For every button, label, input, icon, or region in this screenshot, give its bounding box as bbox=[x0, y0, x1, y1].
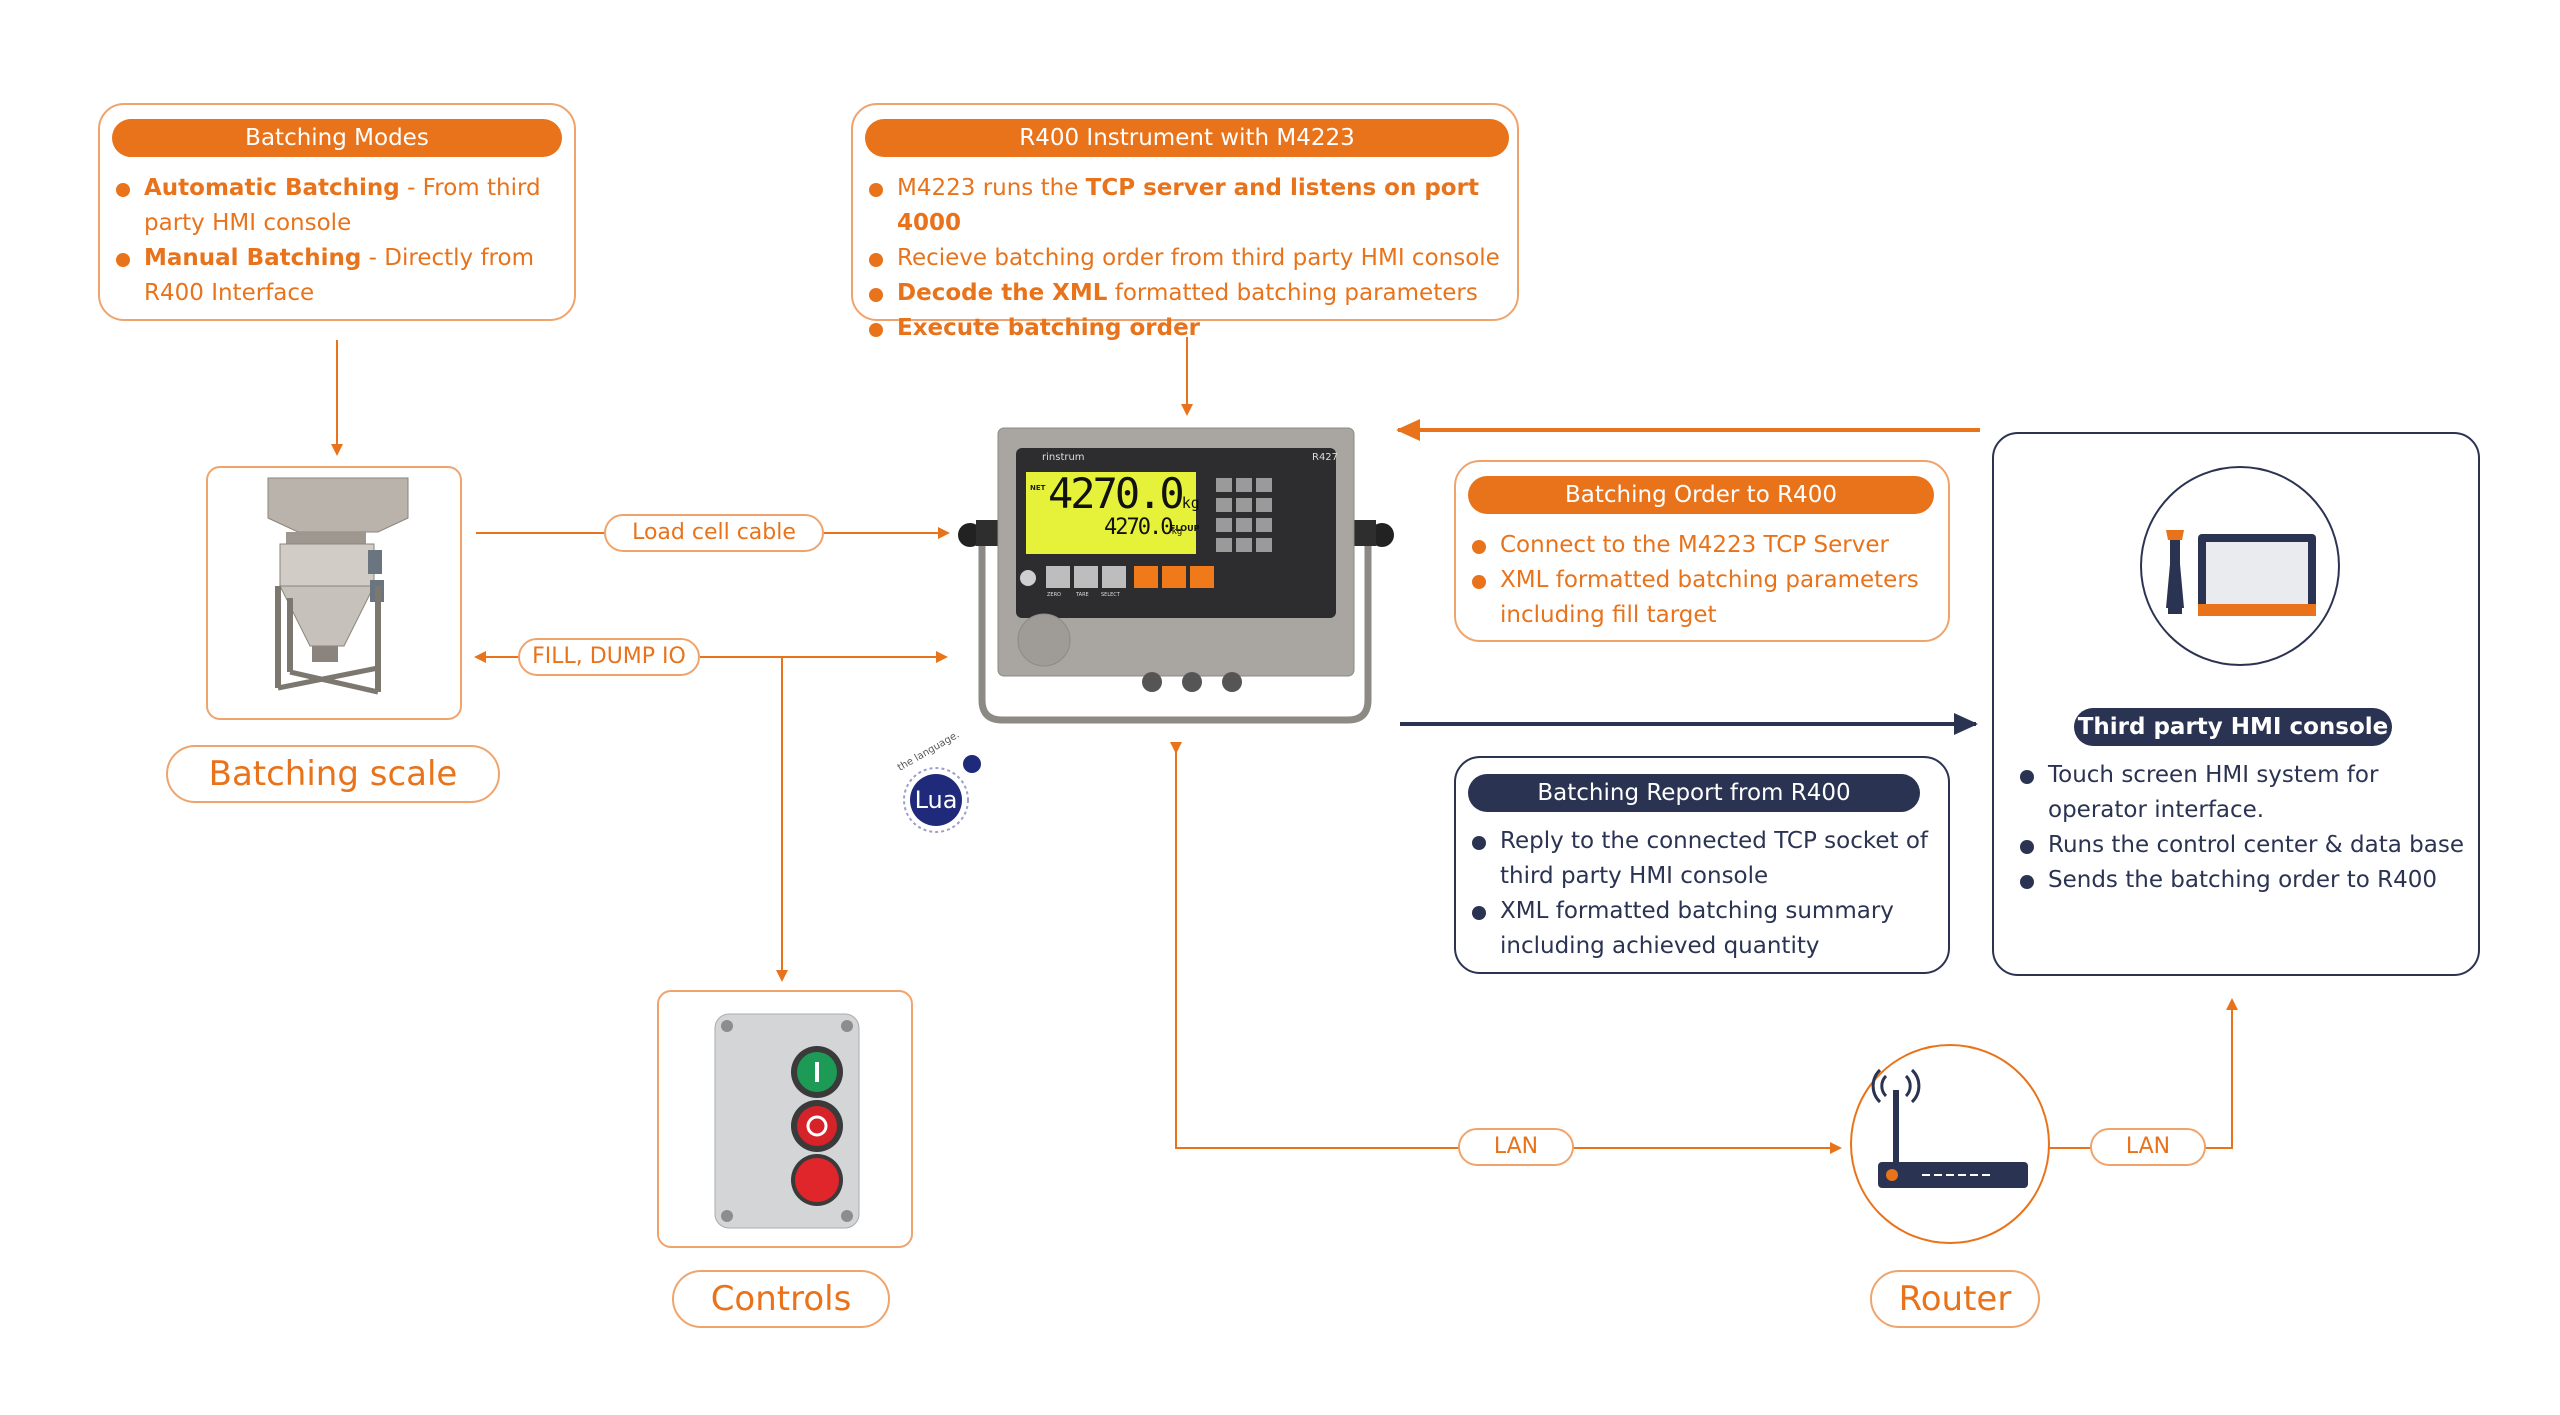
hmi-console-circle bbox=[2140, 466, 2340, 666]
list-item: Connect to the M4223 TCP Server bbox=[1470, 528, 1940, 563]
lua-name: Lua bbox=[914, 786, 958, 814]
controls-label: Controls bbox=[672, 1270, 890, 1328]
hmi-console-title: Third party HMI console bbox=[2074, 708, 2392, 746]
list-item: XML formatted batching parameters includ… bbox=[1470, 563, 1940, 633]
list-item: Automatic Batching - From third party HM… bbox=[114, 171, 566, 241]
weighing-indicator-image bbox=[958, 427, 1394, 724]
list-item: XML formatted batching summary including… bbox=[1470, 894, 1940, 964]
list-item: Touch screen HMI system for operator int… bbox=[2018, 758, 2470, 828]
indicator-key-zero: ZERO bbox=[1047, 592, 1061, 598]
load-cell-cable-label: Load cell cable bbox=[604, 514, 824, 552]
list-item: Sends the batching order to R400 bbox=[2018, 863, 2470, 898]
batching-modes-box: Batching Modes Automatic Batching - From… bbox=[98, 103, 576, 321]
indicator-key-tare: TARE bbox=[1076, 592, 1089, 598]
indicator-key-select: SELECT bbox=[1101, 592, 1120, 598]
batching-order-title: Batching Order to R400 bbox=[1468, 476, 1934, 514]
r400-list: M4223 runs the TCP server and listens on… bbox=[867, 171, 1517, 346]
line-lan-left bbox=[1170, 742, 1842, 1154]
list-item: Execute batching order bbox=[867, 311, 1517, 346]
indicator-reading-sub: 4270.0kg bbox=[1104, 515, 1183, 540]
batching-report-box: Batching Report from R400 Reply to the c… bbox=[1454, 756, 1950, 974]
controls-box bbox=[657, 990, 913, 1248]
router-label: Router bbox=[1870, 1270, 2040, 1328]
list-item: Recieve batching order from third party … bbox=[867, 241, 1517, 276]
lua-logo: the language. Lua bbox=[878, 729, 998, 844]
list-item: M4223 runs the TCP server and listens on… bbox=[867, 171, 1517, 241]
r400-box: R400 Instrument with M4223 M4223 runs th… bbox=[851, 103, 1519, 341]
hmi-console-icon bbox=[2166, 530, 2316, 616]
line-lan-right bbox=[2040, 998, 2238, 1154]
weighing-indicator: rinstrum R427 NET 4270.0kg 4270.0kg FLOU… bbox=[946, 420, 1406, 740]
indicator-reading-main: 4270.0kg bbox=[1048, 469, 1200, 518]
batching-modes-title: Batching Modes bbox=[112, 119, 562, 157]
router-icon bbox=[1871, 1068, 2028, 1188]
indicator-net-label: NET bbox=[1030, 484, 1046, 492]
list-item: Runs the control center & data base bbox=[2018, 828, 2470, 863]
batching-scale-label: Batching scale bbox=[166, 745, 500, 803]
batching-order-box: Batching Order to R400 Connect to the M4… bbox=[1454, 460, 1950, 642]
list-item: Reply to the connected TCP socket of thi… bbox=[1470, 824, 1940, 894]
indicator-brand: rinstrum bbox=[1042, 452, 1085, 463]
list-item: Manual Batching - Directly from R400 Int… bbox=[114, 241, 566, 311]
batching-report-list: Reply to the connected TCP socket of thi… bbox=[1470, 824, 1940, 964]
indicator-status: FLOUP bbox=[1170, 524, 1200, 533]
batching-report-title: Batching Report from R400 bbox=[1468, 774, 1920, 812]
fill-dump-io-label: FILL, DUMP IO bbox=[518, 638, 700, 676]
lan-right-label: LAN bbox=[2090, 1128, 2206, 1166]
batching-modes-list: Automatic Batching - From third party HM… bbox=[114, 171, 566, 311]
r400-title: R400 Instrument with M4223 bbox=[865, 119, 1509, 157]
lan-left-label: LAN bbox=[1458, 1128, 1574, 1166]
lua-logo-graphic bbox=[903, 755, 981, 833]
router-circle bbox=[1850, 1044, 2050, 1244]
controls-image bbox=[714, 1013, 860, 1229]
batching-scale-image bbox=[267, 477, 409, 695]
indicator-model: R427 bbox=[1312, 452, 1339, 463]
list-item: Decode the XML formatted batching parame… bbox=[867, 276, 1517, 311]
hmi-console-list: Touch screen HMI system for operator int… bbox=[2018, 758, 2470, 898]
batching-scale-box bbox=[206, 466, 462, 720]
batching-order-list: Connect to the M4223 TCP Server XML form… bbox=[1470, 528, 1940, 633]
